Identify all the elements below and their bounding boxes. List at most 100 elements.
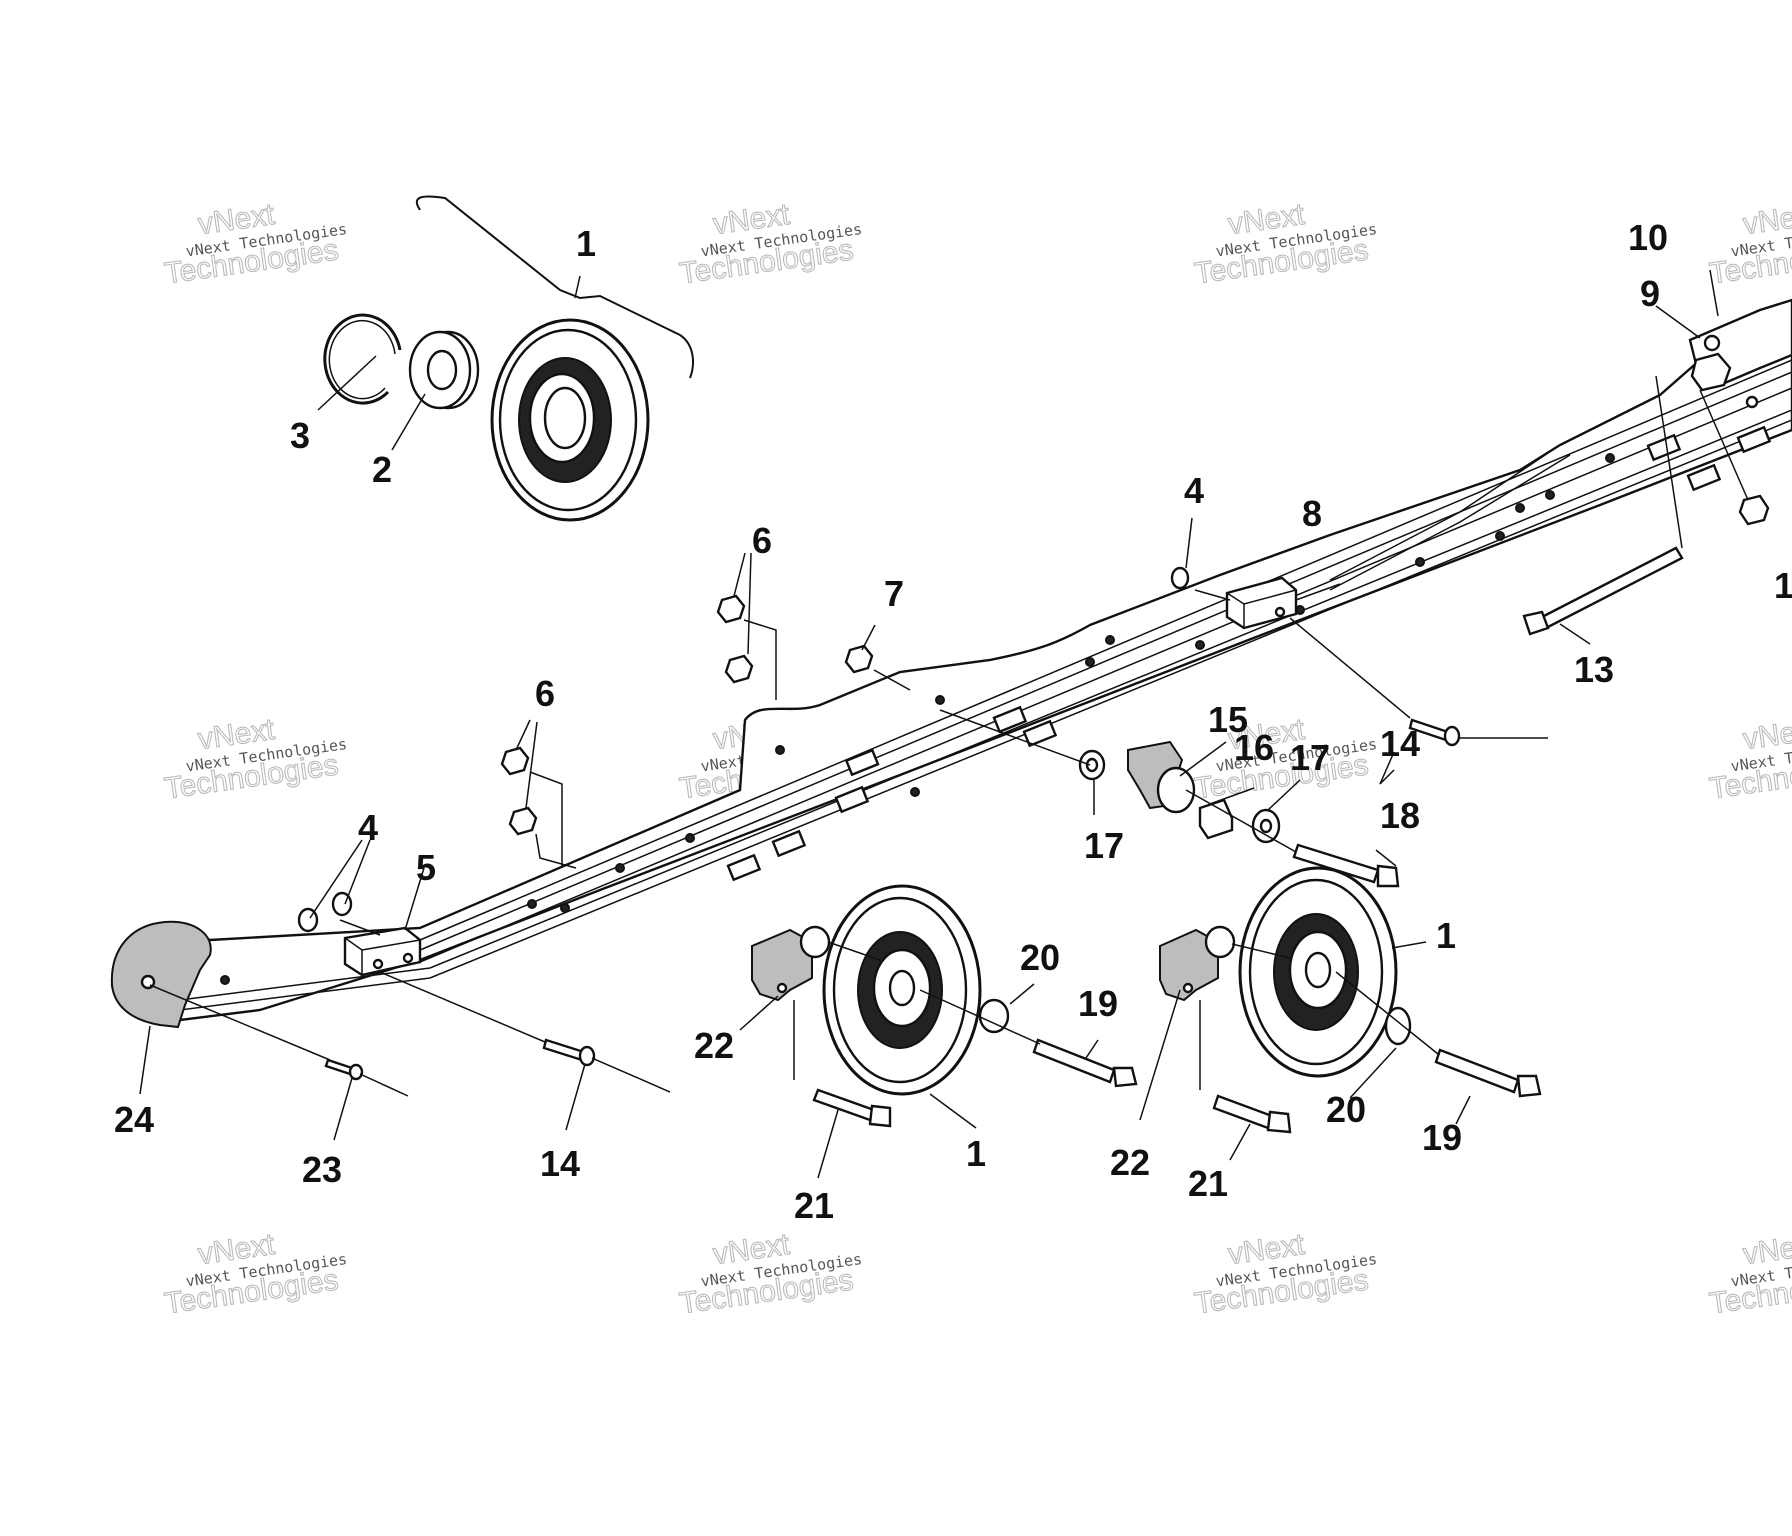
leader	[939, 709, 1091, 766]
callout-2: 2	[372, 449, 392, 490]
slider-block-hole	[402, 952, 414, 964]
callout-19-top: 19	[1078, 983, 1118, 1024]
watermark: vNext vNext Technologies Technologies	[1192, 1227, 1378, 1321]
rail-slot	[1686, 463, 1722, 492]
leader	[404, 867, 425, 931]
bolt-head	[1376, 864, 1400, 888]
leader	[733, 552, 746, 597]
watermark: vNext vNext Technologies Technologies	[162, 712, 348, 806]
callout-1-bottom: 1	[966, 1133, 986, 1174]
leader	[344, 839, 371, 905]
watermark: vNext vNext Technologies Technologies	[162, 1227, 348, 1321]
callout-8: 8	[1302, 493, 1322, 534]
rail-slot	[1022, 719, 1058, 748]
nut-11	[1738, 494, 1770, 526]
callout-10: 10	[1628, 217, 1668, 258]
bolt-19-bottom	[1434, 1048, 1520, 1094]
callout-16: 16	[1234, 727, 1274, 768]
callout-3: 3	[290, 415, 310, 456]
leader	[743, 619, 777, 700]
bracket-hole	[1703, 334, 1721, 352]
callout-24: 24	[114, 1099, 154, 1140]
callout-6-top: 6	[752, 520, 772, 561]
rail-slot	[1736, 425, 1772, 454]
pin-head	[1443, 725, 1461, 747]
leader	[1391, 941, 1427, 949]
wheel-kit	[323, 195, 694, 522]
leader	[149, 984, 331, 1061]
rail-slot	[726, 853, 762, 882]
leader	[1559, 623, 1591, 645]
callout-1-right: 1	[1436, 915, 1456, 956]
leader	[739, 995, 779, 1031]
leader	[929, 1093, 977, 1129]
rail-slot	[834, 785, 870, 814]
washer-20-right	[1384, 1006, 1412, 1046]
pin-23	[324, 1058, 354, 1076]
rail-fin	[1329, 454, 1571, 591]
nut-7	[844, 644, 874, 674]
pin-head	[578, 1045, 596, 1067]
nut-6	[500, 746, 530, 776]
bolt-21-left	[812, 1088, 876, 1122]
bolt-19-top	[1032, 1038, 1116, 1084]
leader	[391, 393, 426, 451]
leader	[1267, 779, 1301, 811]
callout-22-right: 22	[1110, 1142, 1150, 1183]
bolt-21-right	[1212, 1094, 1274, 1130]
snap-ring	[323, 313, 402, 405]
idler-center	[888, 969, 916, 1007]
callout-17-left: 17	[1084, 825, 1124, 866]
leader	[817, 1109, 839, 1179]
rail-holes	[220, 453, 1615, 985]
callout-17-right: 17	[1290, 737, 1330, 778]
axle-bracket	[751, 928, 813, 1002]
leader	[1335, 971, 1439, 1055]
bolt-head	[1266, 1110, 1292, 1134]
callout-19-bottom: 19	[1422, 1117, 1462, 1158]
rail-hole	[1085, 657, 1095, 667]
axle-bracket-hole	[776, 982, 788, 994]
callout-14-right: 14	[1380, 723, 1420, 764]
leader	[339, 919, 381, 936]
leader	[1209, 787, 1255, 805]
rail-hole	[910, 787, 920, 797]
kit-bracket	[415, 195, 694, 379]
leader	[1139, 989, 1181, 1121]
leader	[919, 989, 1041, 1045]
leader	[1009, 983, 1035, 1005]
watermark: vNext vNext Technologies Technologies	[1707, 1227, 1792, 1321]
callout-23: 23	[302, 1149, 342, 1190]
rail-hole	[685, 833, 695, 843]
nut-6	[508, 806, 538, 836]
leader	[1179, 741, 1227, 777]
leader	[873, 669, 911, 691]
callout-20-top: 20	[1020, 937, 1060, 978]
leader	[747, 552, 752, 655]
axle-bushing	[799, 925, 831, 959]
nut-6	[724, 654, 754, 684]
leader	[309, 839, 363, 919]
leader	[1455, 1095, 1471, 1125]
bolt-13	[1538, 546, 1684, 630]
rail-edge	[419, 359, 1792, 941]
leader	[139, 1025, 151, 1095]
callout-22-left: 22	[694, 1025, 734, 1066]
callout-5: 5	[416, 847, 436, 888]
axle-bracket-hole	[1182, 982, 1194, 994]
pin-tail	[591, 1057, 671, 1093]
rail-slot	[992, 705, 1028, 734]
watermark: vNext vNext Technologies Technologies	[1707, 712, 1792, 806]
leader	[1709, 269, 1719, 317]
leader	[333, 1077, 353, 1141]
rail-fin	[1329, 444, 1561, 581]
idler-wheel-right	[1238, 866, 1398, 1078]
leader	[1229, 1123, 1251, 1161]
rail-hole	[1515, 503, 1525, 513]
center-bracket	[1078, 740, 1281, 844]
leader	[1375, 849, 1397, 867]
rail-edge	[419, 387, 1792, 963]
rail-hole	[935, 695, 945, 705]
leader	[1349, 1047, 1397, 1099]
rail-slots	[726, 425, 1772, 882]
